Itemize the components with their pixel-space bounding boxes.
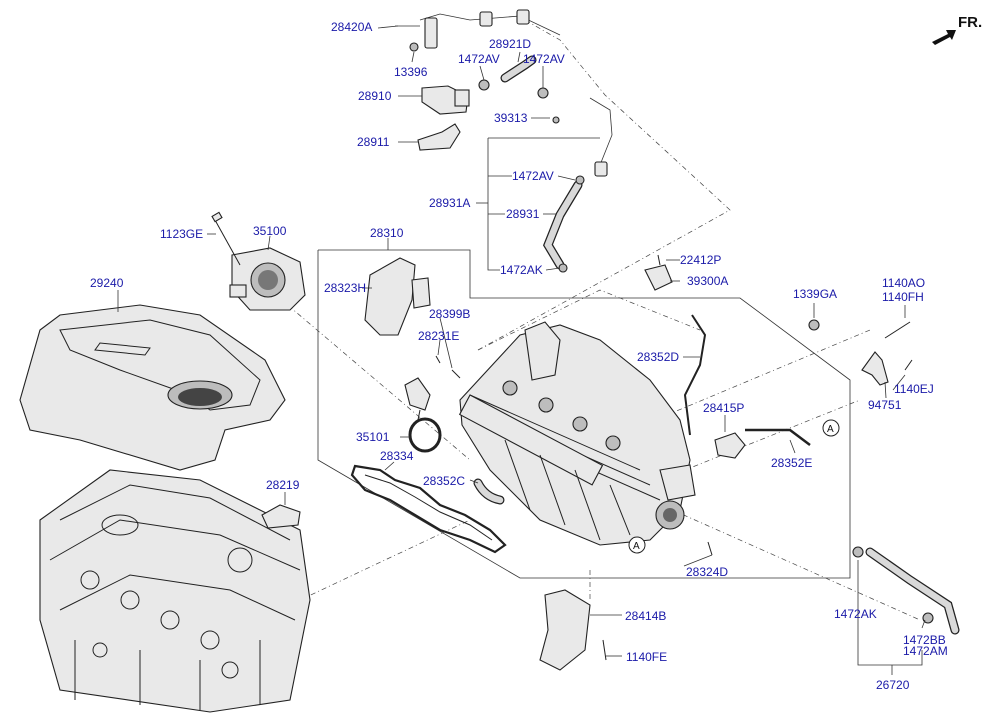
label-28931A: 28931A (429, 196, 470, 210)
label-28324D: 28324D (686, 565, 728, 579)
label-1339GA: 1339GA (793, 287, 837, 301)
label-28420A: 28420A (331, 20, 372, 34)
label-28910: 28910 (358, 89, 392, 103)
label-26720: 26720 (876, 678, 910, 692)
callout-a-lower: A (628, 536, 646, 554)
label-1472AK-b: 1472AK (834, 607, 877, 621)
label-28352D: 28352D (637, 350, 679, 364)
throttle-body (211, 211, 306, 311)
purge-valve-28910 (421, 85, 470, 115)
label-1472AK-a: 1472AK (500, 263, 543, 277)
front-orientation-indicator: FR. (932, 14, 982, 45)
part-labels: 28420A 13396 28921D 1472AV 1472AV 28910 … (90, 20, 948, 692)
intake-manifold (458, 321, 696, 546)
label-1140FE: 1140FE (626, 650, 667, 664)
hose-28921D (478, 55, 549, 99)
label-28415P: 28415P (703, 401, 744, 415)
label-35101: 35101 (356, 430, 390, 444)
label-28231E: 28231E (418, 329, 459, 343)
label-39313: 39313 (494, 111, 528, 125)
pcv-tube-28420A (395, 9, 561, 52)
label-28219: 28219 (266, 478, 300, 492)
label-28352C: 28352C (423, 474, 465, 488)
part-28219-plate (261, 492, 301, 529)
leader-lines (117, 25, 926, 675)
label-28414B: 28414B (625, 609, 666, 623)
label-28352E: 28352E (771, 456, 812, 470)
label-28334: 28334 (380, 449, 414, 463)
bracket-94751 (808, 319, 913, 386)
label-1140FH: 1140FH (882, 290, 924, 304)
label-28323H: 28323H (324, 281, 366, 295)
sensor-28399B (404, 355, 461, 421)
label-28921D: 28921D (489, 37, 531, 51)
hose-28352C (473, 478, 505, 505)
label-28399B: 28399B (429, 307, 470, 321)
bracket-28414B (539, 541, 713, 671)
gasket-28334 (350, 464, 507, 554)
fr-label: FR. (958, 14, 982, 31)
label-1140EJ: 1140EJ (894, 382, 934, 396)
label-22412P: 22412P (680, 253, 721, 267)
engine-block (39, 469, 311, 713)
label-1472AV-c: 1472AV (512, 169, 554, 183)
label-13396: 13396 (394, 65, 428, 79)
label-28911: 28911 (357, 135, 390, 149)
label-1472AV-b: 1472AV (523, 52, 565, 66)
valve-28415P (714, 428, 811, 459)
label-28931: 28931 (506, 207, 540, 221)
gasket-35101 (408, 417, 442, 453)
label-1472AV-a: 1472AV (458, 52, 500, 66)
label-35100: 35100 (253, 224, 287, 238)
bracket-28911 (417, 123, 461, 151)
bracket-28323H (364, 257, 431, 336)
tube-28931A (552, 97, 613, 177)
callout-a-upper: A (822, 419, 840, 437)
label-28310: 28310 (370, 226, 404, 240)
label-1472AM: 1472AM (903, 644, 948, 658)
label-1140AO: 1140AO (882, 276, 925, 290)
callout-letter: A (633, 541, 640, 552)
hose-28352D (683, 314, 707, 436)
label-1123GE: 1123GE (160, 227, 203, 241)
sensor-39300A (644, 254, 673, 291)
callout-letter: A (827, 424, 834, 435)
label-29240: 29240 (90, 276, 124, 290)
assembly-outline (269, 19, 921, 621)
hose-26720 (852, 546, 960, 635)
arrow-icon (932, 30, 956, 45)
hose-28931 (542, 175, 585, 273)
label-39300A: 39300A (687, 274, 728, 288)
engine-cover (19, 304, 286, 471)
label-1472BB: 1472BB (903, 633, 946, 647)
label-94751: 94751 (868, 398, 902, 412)
